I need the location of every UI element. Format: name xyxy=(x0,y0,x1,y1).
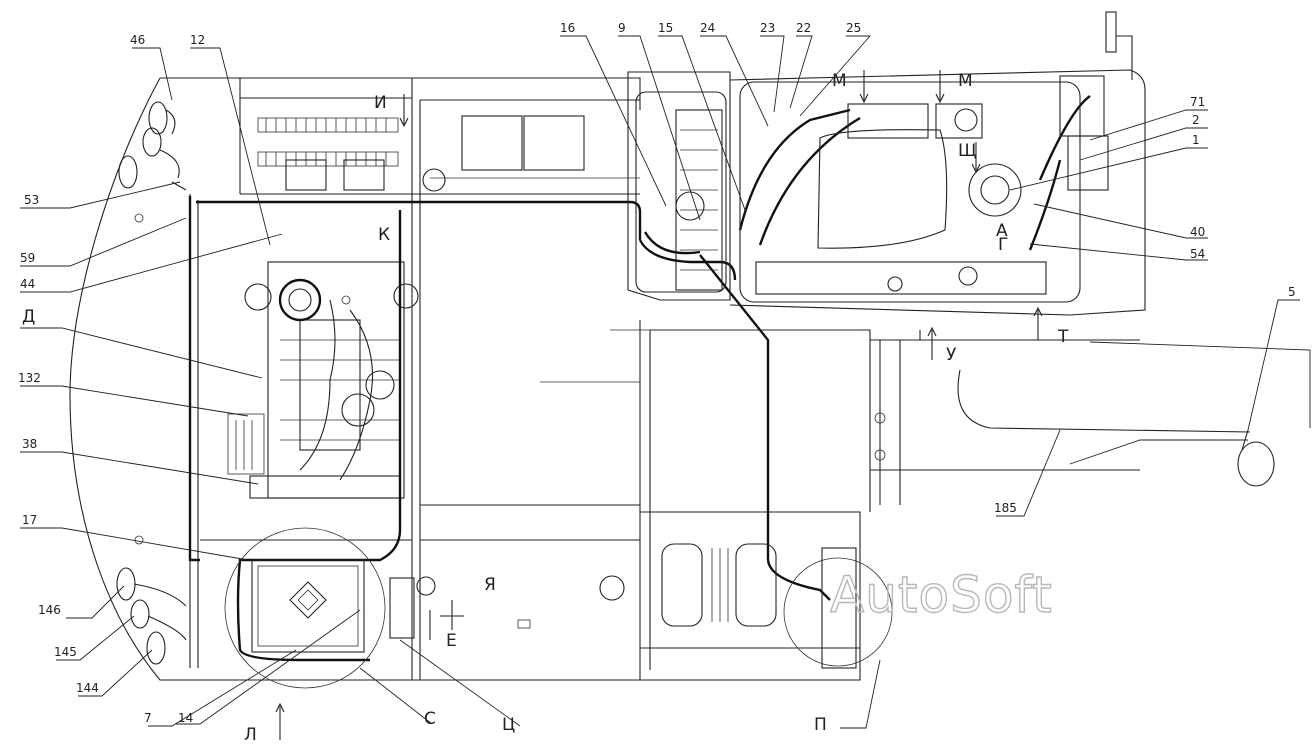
callout-144: 144 xyxy=(76,681,99,695)
callout-1: 1 xyxy=(1192,133,1200,147)
callout-185: 185 xyxy=(994,501,1017,515)
battery-box xyxy=(224,527,436,689)
section-letter-k: К xyxy=(378,225,390,245)
section-letter-s: С xyxy=(424,709,436,729)
section-letter-ya: Я xyxy=(484,575,496,595)
callout-9: 9 xyxy=(618,21,626,35)
callout-40: 40 xyxy=(1190,225,1205,239)
section-letter-g: Г xyxy=(998,235,1008,255)
engine-block xyxy=(227,159,446,499)
cab-outline xyxy=(627,69,1146,316)
callout-2: 2 xyxy=(1192,113,1200,127)
section-letter-a: А xyxy=(996,221,1008,241)
callout-54: 54 xyxy=(1190,247,1205,261)
callout-24: 24 xyxy=(700,21,715,35)
machine-outline xyxy=(69,77,1140,681)
callout-44: 44 xyxy=(20,277,35,291)
callout-146: 146 xyxy=(38,603,61,617)
section-letter-i: И xyxy=(374,93,387,113)
section-letter-sh: Щ xyxy=(958,141,977,161)
callout-132: 132 xyxy=(18,371,41,385)
callout-labels: 46 12 53 59 44 132 38 17 146 145 144 7 1… xyxy=(18,21,1296,725)
top-grille xyxy=(257,115,585,171)
callout-5: 5 xyxy=(1288,285,1296,299)
wiring-harness xyxy=(188,95,1251,662)
fasteners xyxy=(134,213,886,545)
section-letter-m-right: М xyxy=(958,71,973,91)
section-letter-u: У xyxy=(946,345,957,365)
callout-71: 71 xyxy=(1190,95,1205,109)
section-letter-e: Е xyxy=(446,631,457,651)
section-letter-p: П xyxy=(814,715,827,735)
right-lamp xyxy=(1237,429,1275,487)
section-letter-l: Л xyxy=(244,725,257,744)
section-letter-labels: И К Д М М Щ А Г У Т Я Е Л С Ц П xyxy=(22,71,1069,745)
section-arrows xyxy=(275,70,1043,740)
left-top-lamps xyxy=(118,101,187,191)
callout-22: 22 xyxy=(796,21,811,35)
section-letter-m-left: М xyxy=(832,71,847,91)
callout-59: 59 xyxy=(20,251,35,265)
callout-7: 7 xyxy=(144,711,152,725)
callout-23: 23 xyxy=(760,21,775,35)
section-letter-ts: Ц xyxy=(502,715,515,735)
callout-14: 14 xyxy=(178,711,193,725)
mirror-assembly xyxy=(1059,11,1133,191)
section-letter-d: Д xyxy=(22,307,35,327)
callout-145: 145 xyxy=(54,645,77,659)
callout-46: 46 xyxy=(130,33,145,47)
left-bottom-lamps xyxy=(116,567,187,665)
leader-lines xyxy=(20,35,1311,729)
callout-12: 12 xyxy=(190,33,205,47)
callout-53: 53 xyxy=(24,193,39,207)
callout-16: 16 xyxy=(560,21,575,35)
section-letter-t: Т xyxy=(1057,327,1069,347)
callout-38: 38 xyxy=(22,437,37,451)
callout-17: 17 xyxy=(22,513,37,527)
callout-25: 25 xyxy=(846,21,861,35)
floor-area xyxy=(517,543,893,669)
watermark-text: AutoSoft xyxy=(830,566,1053,624)
callout-15: 15 xyxy=(658,21,673,35)
